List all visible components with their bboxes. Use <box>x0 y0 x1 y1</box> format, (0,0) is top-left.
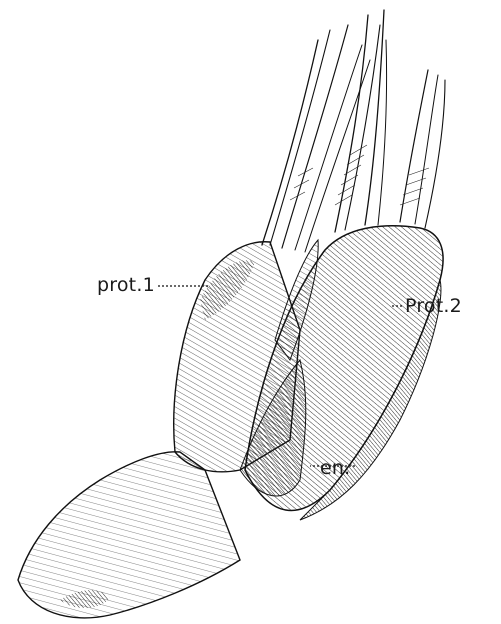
label-prot-1: prot.1 <box>97 274 155 296</box>
label-prot-2: Prot.2 <box>405 295 462 317</box>
distal-setae <box>262 10 445 252</box>
basal-segment <box>18 452 240 618</box>
label-en: en. <box>320 457 350 479</box>
